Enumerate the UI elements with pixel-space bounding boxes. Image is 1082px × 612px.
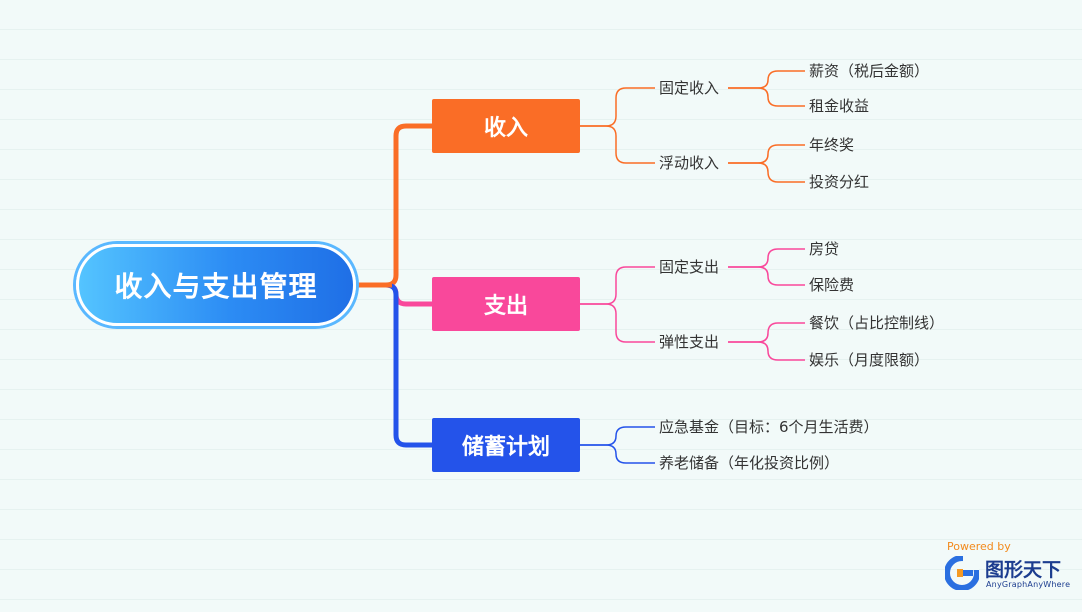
powered-by-text: Powered by	[947, 540, 1011, 553]
node-dividend[interactable]: 投资分红	[809, 173, 870, 191]
node-insurance[interactable]: 保险费	[809, 276, 855, 294]
node-emergency-fund[interactable]: 应急基金（目标：6个月生活费）	[659, 418, 879, 436]
root-label: 收入与支出管理	[114, 270, 318, 303]
link-root-income	[356, 123, 432, 288]
branch-saving-label: 储蓄计划	[461, 435, 550, 460]
link-expense-fixed	[580, 266, 655, 305]
node-floating-income[interactable]: 浮动收入	[659, 154, 720, 172]
root-node[interactable]: 收入与支出管理	[76, 244, 356, 326]
node-entertainment[interactable]: 娱乐（月度限额）	[809, 351, 930, 369]
node-salary[interactable]: 薪资（税后金额）	[809, 62, 930, 80]
link-income-floating	[580, 125, 655, 164]
node-bonus[interactable]: 年终奖	[809, 136, 855, 154]
node-dining[interactable]: 餐饮（占比控制线）	[809, 314, 945, 332]
node-fixed-expense[interactable]: 固定支出	[659, 258, 720, 276]
link-root-saving	[356, 282, 432, 448]
link-income-fixed	[580, 87, 655, 127]
branch-expense[interactable]: 支出	[432, 277, 580, 331]
branch-income[interactable]: 收入	[432, 99, 580, 153]
link-expense-flexible	[580, 303, 655, 343]
branch-income-label: 收入	[483, 116, 528, 141]
brand-name: 图形天下	[985, 559, 1062, 581]
link-saving-emergency	[580, 426, 655, 446]
branch-expense-label: 支出	[483, 294, 528, 319]
brand-subtitle: AnyGraphAnyWhere	[986, 580, 1071, 589]
node-fixed-income[interactable]: 固定收入	[659, 79, 720, 97]
branch-saving[interactable]: 储蓄计划	[432, 418, 580, 472]
brand-logo-icon	[945, 556, 979, 590]
link-saving-retirement	[580, 444, 655, 464]
node-rent[interactable]: 租金收益	[809, 97, 870, 115]
node-mortgage[interactable]: 房贷	[809, 240, 840, 258]
node-flexible-expense[interactable]: 弹性支出	[659, 333, 720, 351]
node-retirement[interactable]: 养老储备（年化投资比例）	[659, 454, 840, 472]
